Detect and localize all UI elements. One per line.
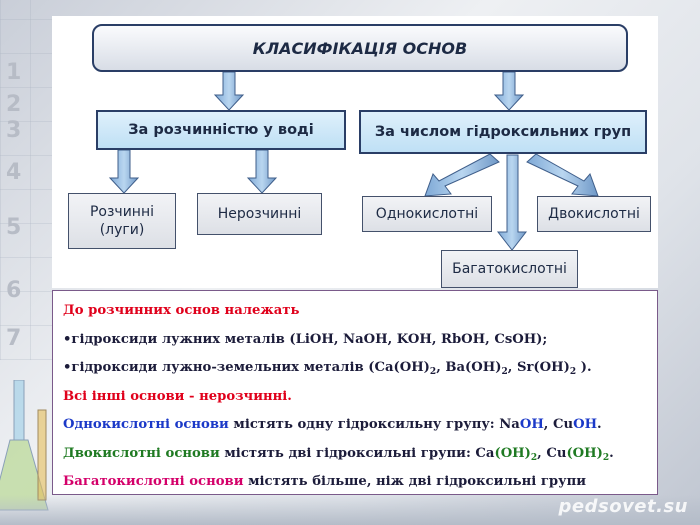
soluble-label: Розчинні xyxy=(89,204,155,220)
poly-label: Багатокислотні xyxy=(452,261,567,277)
side-number: 1 xyxy=(6,60,22,85)
solubility-label: За розчинністю у воді xyxy=(128,122,314,138)
poly-line: Багатокислотні основи містять більше, ні… xyxy=(63,474,587,489)
diagram-title: КЛАСИФІКАЦІЯ ОСНОВ xyxy=(252,38,468,58)
mono-line: Однокислотні основи містять одну гідрокс… xyxy=(63,417,602,432)
poly-box: Багатокислотні xyxy=(441,250,578,288)
arrow-to-insoluble xyxy=(246,149,278,194)
poly-term: Багатокислотні основи xyxy=(63,474,244,489)
hydroxyl-box: За числом гідроксильних груп xyxy=(359,110,647,154)
di-label: Двокислотні xyxy=(548,206,640,222)
insoluble-label: Нерозчинні xyxy=(217,206,302,222)
di-line: Двокислотні основи містять дві гідроксил… xyxy=(63,445,614,463)
bottom-band xyxy=(0,495,700,525)
arrow-to-poly xyxy=(496,154,528,251)
side-number: 2 xyxy=(6,92,22,117)
di-box: Двокислотні xyxy=(537,196,651,232)
mono-label: Однокислотні xyxy=(375,206,479,222)
soluble-heading: До розчинних основ належать xyxy=(63,303,300,318)
mono-term: Однокислотні основи xyxy=(63,417,229,432)
diagram-title-box: КЛАСИФІКАЦІЯ ОСНОВ xyxy=(92,24,628,72)
watermark: pedsovet.su xyxy=(558,496,688,517)
side-number: 4 xyxy=(6,160,22,185)
notebook-grid-decoration xyxy=(0,0,60,360)
arrow-to-mono xyxy=(424,153,500,197)
side-number: 5 xyxy=(6,215,22,240)
arrow-to-di xyxy=(526,153,599,197)
solubility-box: За розчинністю у воді xyxy=(96,110,346,150)
notes-box: До розчинних основ належать •гідроксиди … xyxy=(52,290,658,495)
soluble-box: Розчинні (луги) xyxy=(68,193,176,249)
arrow-title-to-solubility xyxy=(213,71,245,111)
soluble-alkali-label: (луги) xyxy=(99,222,145,238)
hydroxyl-label: За числом гідроксильних груп xyxy=(374,124,632,140)
side-number: 6 xyxy=(6,278,22,303)
arrow-to-soluble xyxy=(108,149,140,194)
insoluble-box: Нерозчинні xyxy=(197,193,322,235)
side-number: 3 xyxy=(6,118,22,143)
arrow-title-to-hydroxyl xyxy=(493,71,525,111)
side-number: 7 xyxy=(6,326,22,351)
alkaline-earth-line: •гідроксиди лужно-земельних металів (Ca(… xyxy=(63,360,592,377)
mono-box: Однокислотні xyxy=(362,196,492,232)
di-term: Двокислотні основи xyxy=(63,445,220,461)
alkali-metals-line: •гідроксиди лужних металів (LiOH, NaOH, … xyxy=(63,331,548,347)
insoluble-line: Всі інші основи - нерозчинні. xyxy=(63,388,292,404)
